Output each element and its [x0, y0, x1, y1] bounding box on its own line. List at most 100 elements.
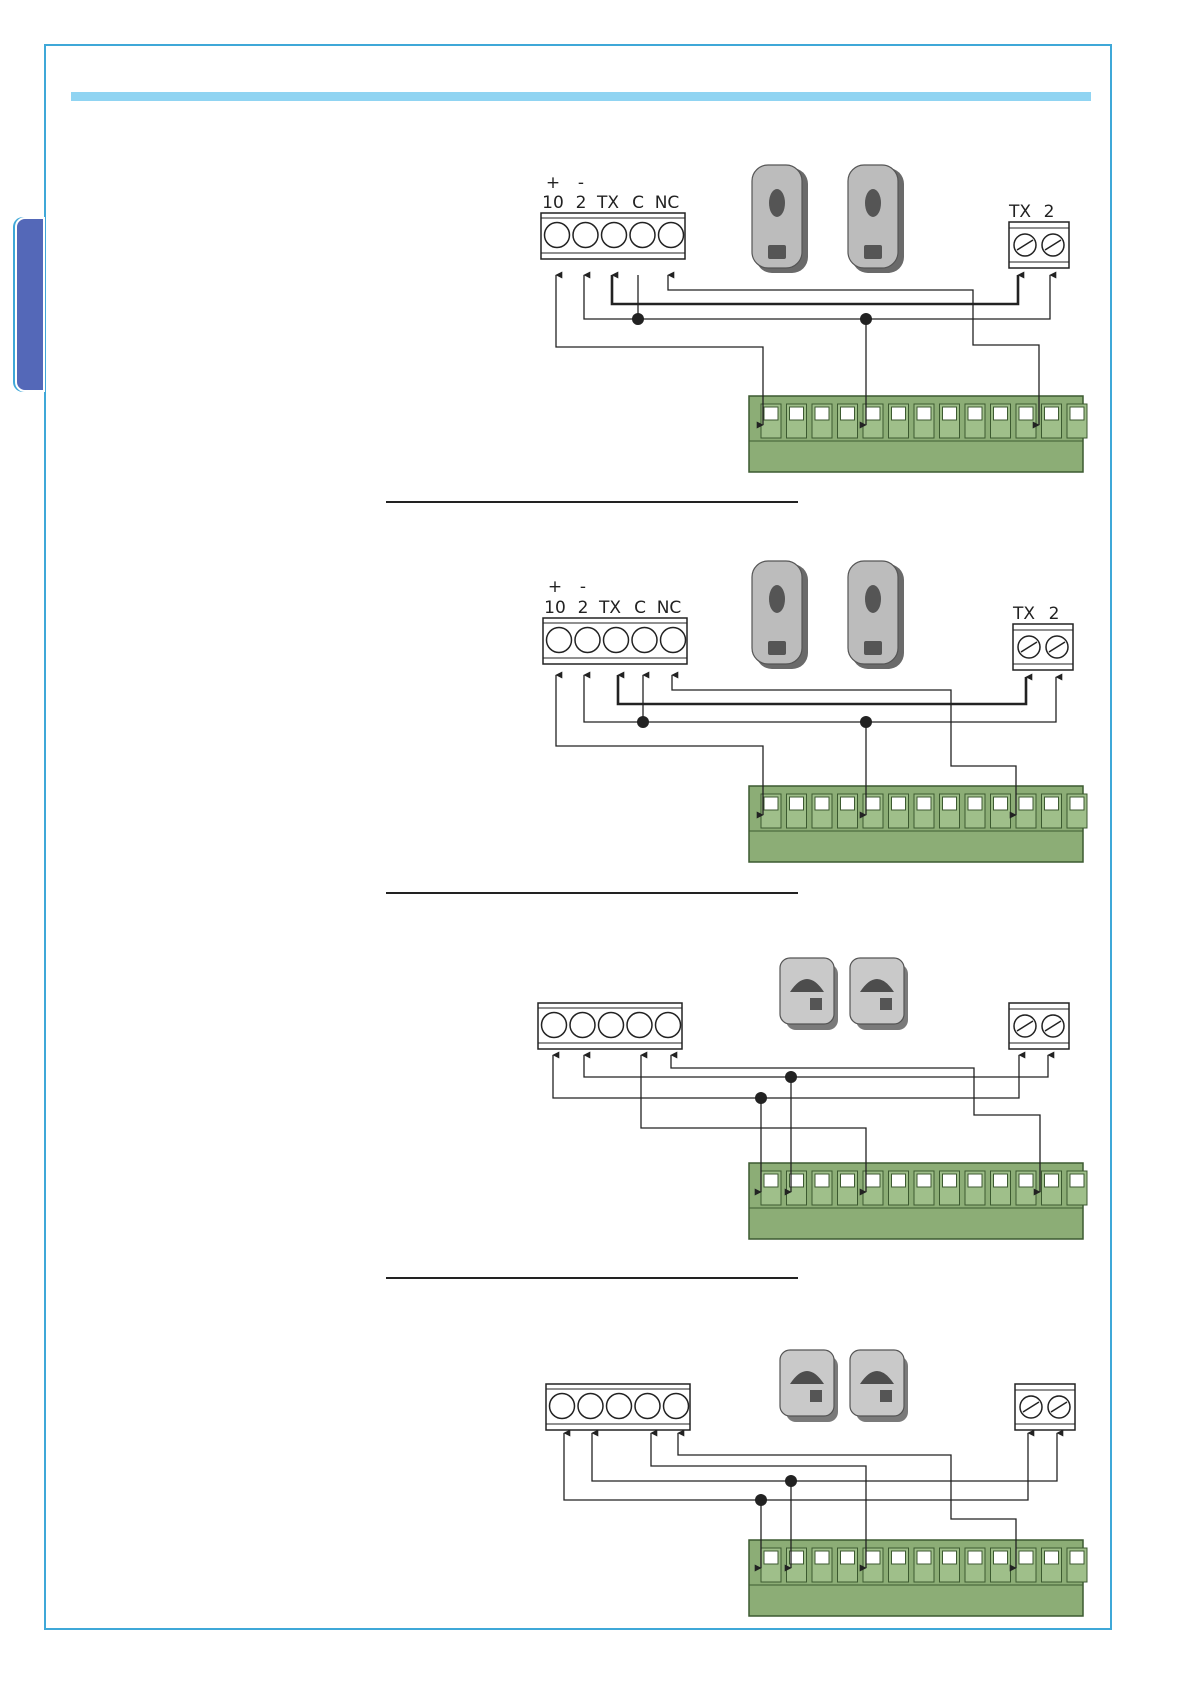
polarity-plus: +: [548, 577, 562, 597]
junction-dot: [632, 313, 644, 325]
screw-terminal: [659, 223, 684, 248]
polarity-minus: -: [580, 577, 586, 597]
transmitter-terminal-block: [1009, 222, 1069, 268]
photocell-device-icon: [780, 1350, 908, 1422]
terminal-slot: [994, 1551, 1008, 1564]
polarity-minus: -: [578, 173, 584, 193]
tx-label-2: 2: [1044, 202, 1055, 222]
terminal-slot: [815, 407, 829, 420]
terminal-slot: [841, 1551, 855, 1564]
diagram-2: + - 10 2 TX C NC TX 2: [543, 561, 1087, 862]
terminal-label-nc: NC: [657, 598, 682, 618]
terminal-slot: [968, 1551, 982, 1564]
screw-terminal: [599, 1013, 624, 1038]
terminal-slot: [815, 1174, 829, 1187]
screw-terminal: [627, 1013, 652, 1038]
screw-terminal: [547, 628, 572, 653]
terminal-slot: [1019, 407, 1033, 420]
wire: [556, 275, 763, 425]
terminal-label-2: 2: [576, 193, 587, 213]
remote-logo: [864, 245, 882, 259]
terminal-slot: [892, 1174, 906, 1187]
terminal-slot: [917, 1551, 931, 1564]
terminal-slot: [968, 407, 982, 420]
terminal-label-10: 10: [542, 193, 564, 213]
terminal-slot: [815, 1551, 829, 1564]
screw-terminal: [607, 1394, 632, 1419]
terminal-slot: [917, 407, 931, 420]
terminal-slot: [1070, 1174, 1084, 1187]
terminal-slot: [994, 407, 1008, 420]
tx-label-2: 2: [1049, 604, 1060, 624]
screw-terminal: [664, 1394, 689, 1419]
junction-dot: [785, 1071, 797, 1083]
remote-logo: [768, 641, 786, 655]
wire: [584, 275, 1050, 319]
screw-terminal: [635, 1394, 660, 1419]
terminal-slot: [866, 1551, 880, 1564]
terminal-slot: [1045, 407, 1059, 420]
terminal-slot: [994, 1174, 1008, 1187]
terminal-slot: [1019, 1551, 1033, 1564]
photocell-terminal-block: [538, 1003, 682, 1049]
junction-dot: [860, 716, 872, 728]
terminal-slot: [1019, 797, 1033, 810]
terminal-label-tx: TX: [596, 193, 619, 213]
screw-terminal: [545, 223, 570, 248]
terminal-label-nc: NC: [655, 193, 680, 213]
wire: [592, 1433, 1057, 1481]
terminal-slot: [917, 797, 931, 810]
terminal-slot: [790, 407, 804, 420]
wire: [556, 675, 763, 815]
remote-button: [865, 585, 881, 613]
diagram-3: [538, 958, 1087, 1239]
terminal-label-tx: TX: [598, 598, 621, 618]
remote-logo: [768, 245, 786, 259]
terminal-slot: [764, 1174, 778, 1187]
terminal-slot: [764, 797, 778, 810]
terminal-slot: [892, 1551, 906, 1564]
junction-dot: [755, 1092, 767, 1104]
screw-terminal: [632, 628, 657, 653]
terminal-slot: [764, 1551, 778, 1564]
tx-label-tx: TX: [1012, 604, 1035, 624]
screw-terminal: [550, 1394, 575, 1419]
polarity-plus: +: [546, 173, 560, 193]
diagram-4: [546, 1350, 1087, 1616]
screw-terminal: [630, 223, 655, 248]
terminal-slot: [841, 407, 855, 420]
terminal-slot: [764, 407, 778, 420]
remote-control-icon: [752, 165, 904, 273]
terminal-slot: [943, 407, 957, 420]
remote-button: [769, 585, 785, 613]
remote-button: [865, 189, 881, 217]
terminal-slot: [815, 797, 829, 810]
terminal-slot: [866, 407, 880, 420]
junction-dot: [860, 313, 872, 325]
device-logo: [880, 1390, 892, 1402]
screw-terminal: [542, 1013, 567, 1038]
screw-terminal: [573, 223, 598, 248]
photocell-terminal-block: [546, 1384, 690, 1430]
junction-dot: [755, 1494, 767, 1506]
terminal-slot: [841, 1174, 855, 1187]
terminal-slot: [841, 797, 855, 810]
terminal-label-c: C: [632, 193, 644, 213]
device-logo: [810, 998, 822, 1010]
screw-terminal: [602, 223, 627, 248]
screw-terminal: [656, 1013, 681, 1038]
terminal-slot: [866, 797, 880, 810]
junction-dot: [785, 1475, 797, 1487]
terminal-slot: [994, 797, 1008, 810]
device-logo: [810, 1390, 822, 1402]
screw-terminal: [578, 1394, 603, 1419]
terminal-label-c: C: [634, 598, 646, 618]
terminal-slot: [1045, 797, 1059, 810]
terminal-slot: [1045, 1551, 1059, 1564]
terminal-slot: [943, 1174, 957, 1187]
terminal-slot: [1070, 797, 1084, 810]
wire: [584, 675, 1056, 722]
terminal-slot: [1019, 1174, 1033, 1187]
screw-terminal: [575, 628, 600, 653]
remote-control-icon: [752, 561, 904, 669]
